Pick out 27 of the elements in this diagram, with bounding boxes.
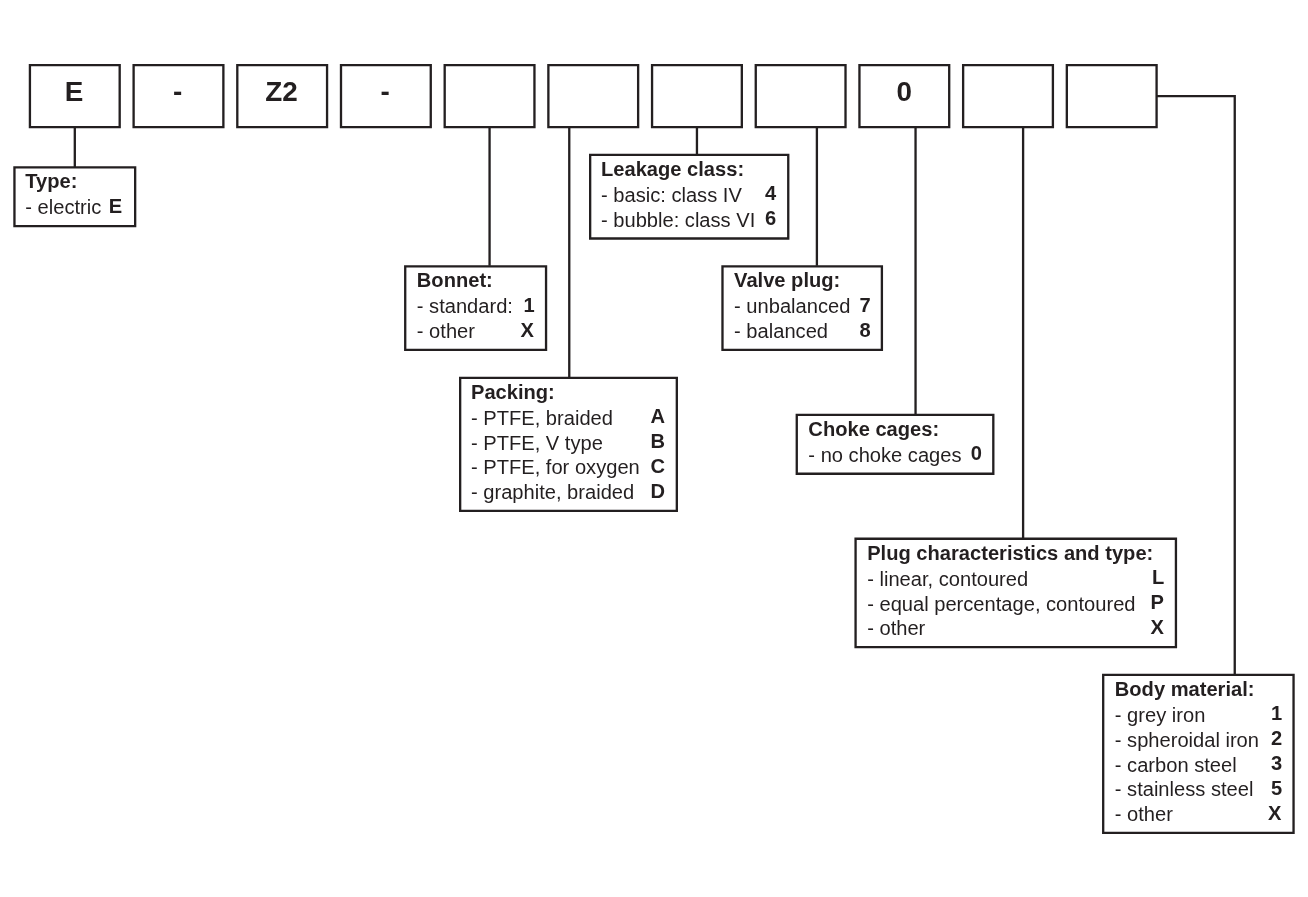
connector (568, 127, 571, 378)
node-box: Bonnet: - standard: 1 - other X (404, 264, 548, 351)
node-box (443, 63, 536, 128)
node-box: - (132, 63, 225, 128)
connector (1021, 126, 1025, 539)
node-box: - (339, 63, 432, 128)
node-box (1065, 63, 1158, 128)
node-box: Plug characteristics and type: - linear, contoured L - equal percentage, contoured P - other X (854, 537, 1178, 648)
connector (1156, 94, 1236, 675)
node-box: Body material: - grey iron 1 - spheroidal iron 2 - carbon steel 3 - stainless steel 5 - other X (1102, 673, 1295, 834)
node-box (650, 63, 743, 128)
node-box: Leakage class: - basic: class IV 4 - bubble: class VI 6 (589, 153, 790, 240)
connector (73, 126, 76, 167)
connector (695, 126, 699, 154)
connector (914, 127, 917, 415)
node-box: 0 (858, 63, 951, 128)
node-box: Type: - electric E (13, 165, 137, 227)
connector (815, 126, 819, 266)
node-box: Packing: - PTFE, braided A - PTFE, V type B - PTFE, for oxygen C - graphite, braided D (459, 376, 678, 512)
node-box (754, 63, 847, 128)
node-box: Valve plug: - unbalanced 7 - balanced 8 (721, 264, 884, 351)
node-box: Z2 (236, 63, 329, 128)
connector (488, 126, 491, 266)
node-box (547, 63, 640, 128)
node-box (962, 63, 1055, 128)
node-box: Choke cages: - no choke cages 0 (795, 413, 995, 475)
node-box: E (28, 63, 121, 128)
